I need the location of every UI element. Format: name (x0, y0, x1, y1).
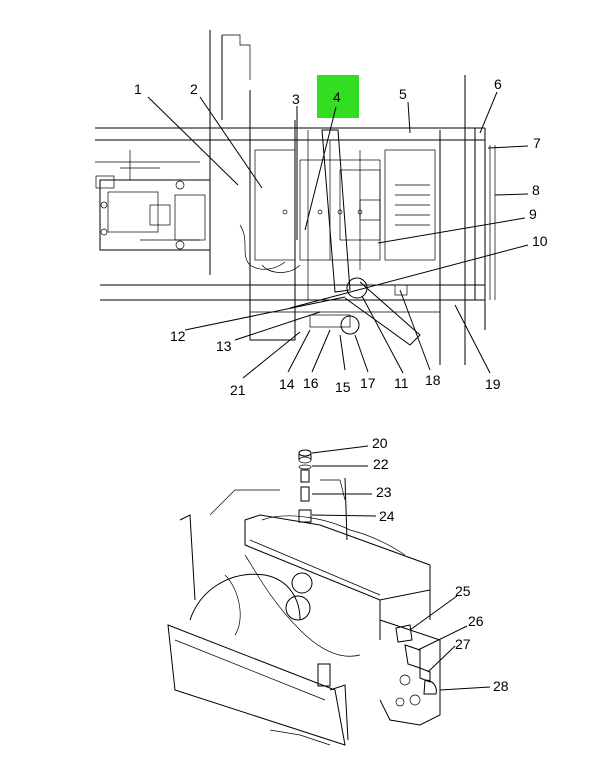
highlight-box (317, 75, 359, 118)
callout-21: 21 (230, 382, 246, 398)
callout-1: 1 (134, 81, 142, 97)
callout-7: 7 (533, 135, 541, 151)
callout-19: 19 (485, 376, 501, 392)
callout-24: 24 (379, 508, 395, 524)
callout-20: 20 (372, 435, 388, 451)
callout-8: 8 (532, 182, 540, 198)
callout-18: 18 (425, 372, 441, 388)
callout-12: 12 (170, 328, 186, 344)
callout-16: 16 (303, 375, 319, 391)
bottom-leader-lines (311, 445, 491, 691)
callout-28: 28 (493, 678, 509, 694)
callout-10: 10 (532, 233, 548, 249)
callout-26: 26 (468, 613, 484, 629)
callout-22: 22 (373, 456, 389, 472)
callout-9: 9 (529, 206, 537, 222)
callout-13: 13 (216, 338, 232, 354)
callout-23: 23 (376, 484, 392, 500)
callout-11: 11 (394, 375, 409, 391)
callout-15: 15 (335, 379, 351, 395)
top-leader-lines (147, 91, 529, 379)
callout-25: 25 (455, 583, 471, 599)
callout-5: 5 (399, 86, 407, 102)
callout-3: 3 (292, 91, 300, 107)
bottom-engine-view (167, 449, 441, 746)
callout-27: 27 (455, 636, 471, 652)
callout-17: 17 (360, 375, 376, 391)
callout-6: 6 (494, 76, 502, 92)
callout-14: 14 (279, 376, 295, 392)
callout-2: 2 (190, 81, 198, 97)
top-assembly-view (95, 30, 496, 365)
callout-labels: 1 2 3 4 5 6 7 8 9 10 11 12 13 14 15 16 1… (134, 76, 548, 694)
callout-4: 4 (333, 89, 341, 105)
